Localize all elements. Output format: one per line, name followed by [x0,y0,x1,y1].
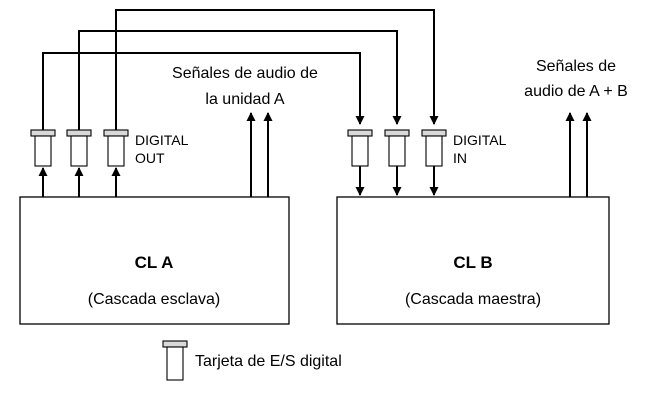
unit-a-box: CL A (Cascada esclava) [19,196,290,325]
digital-in-connector-3 [421,129,447,167]
unit-b-subtitle: (Cascada maestra) [405,291,541,308]
cable-3 [42,52,365,130]
unit-b-title: CL B [453,253,492,272]
digital-out-label-line1: DIGITAL [135,132,189,148]
cable-1 [115,9,439,130]
digital-in-connector-1 [347,129,373,167]
digital-in-label-line1: DIGITAL [453,132,507,148]
unit-a-subtitle: (Cascada esclava) [88,291,221,308]
unit-a-title: CL A [135,253,174,272]
digital-in-connector-2 [384,129,410,167]
digital-out-connector-2 [66,129,92,167]
unit-b-box: CL B (Cascada maestra) [336,196,610,325]
signal-a-label-line2: la unidad A [205,91,285,108]
digital-out-label-line2: OUT [135,150,165,166]
digital-in-label-line2: IN [453,150,467,166]
signal-b-label-line2: audio de A + B [524,83,628,100]
legend-label: Tarjeta de E/S digital [195,353,342,370]
io-card-icon [162,340,188,381]
digital-out-connector-3 [103,129,129,167]
digital-out-connector-1 [30,129,56,167]
signal-a-label-line1: Señales de audio de [172,65,318,82]
signal-b-label-line1: Señales de [536,58,616,75]
cable-2 [78,30,402,130]
